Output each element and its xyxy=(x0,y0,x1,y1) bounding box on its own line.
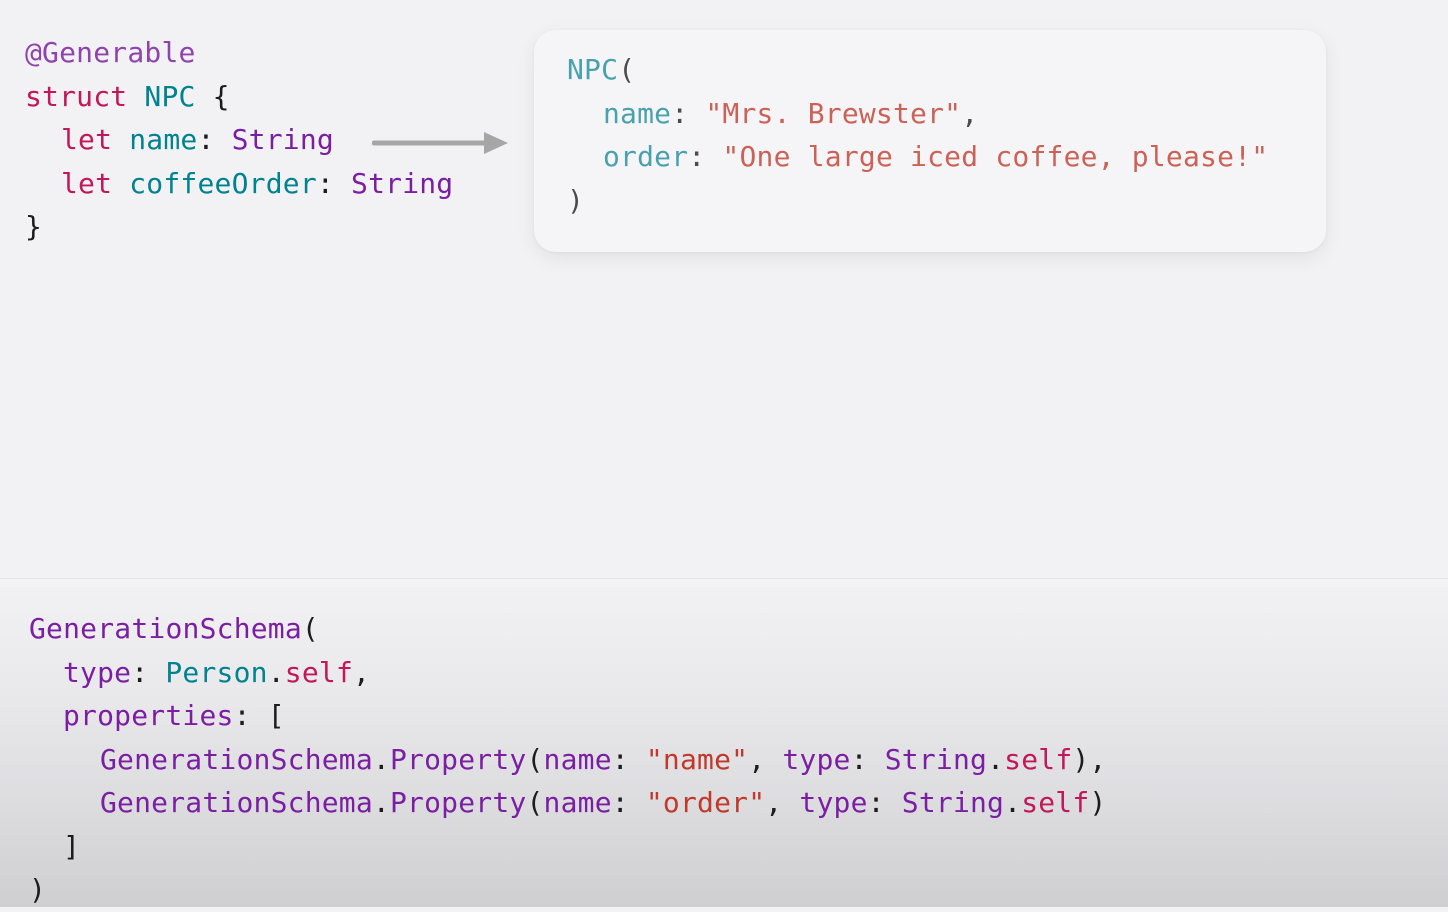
let-keyword: let xyxy=(61,123,113,156)
let-keyword: let xyxy=(61,166,113,200)
property-order-value: "order" xyxy=(645,786,766,819)
schema-line-close-bracket: ] xyxy=(29,825,1107,869)
close-brace: } xyxy=(25,210,43,243)
property-self-keyword: self xyxy=(1021,786,1090,819)
output-name-value: "Mrs. Brewster" xyxy=(705,96,962,130)
property-name-value: "name" xyxy=(645,742,749,776)
struct-name: NPC xyxy=(144,79,196,113)
prop-name-identifier: name xyxy=(129,123,198,156)
output-open-paren: ( xyxy=(618,53,636,86)
code-line-prop-name: let name: String xyxy=(61,123,334,156)
schema-type-label: type xyxy=(63,655,132,689)
output-order-label: order xyxy=(603,140,689,173)
property-type-label: type xyxy=(782,742,851,776)
schema-line-type: type: Person.self, xyxy=(63,655,371,689)
schema-line-close-paren: ) xyxy=(29,868,1107,912)
output-close-paren: ) xyxy=(567,183,585,217)
output-ctor: NPC xyxy=(567,53,619,86)
schema-type-value: Person xyxy=(165,655,268,689)
schema-open-bracket: [ xyxy=(267,699,285,732)
prop-name-type: String xyxy=(231,123,334,156)
output-order-value: "One large iced coffee, please!" xyxy=(722,140,1269,173)
schema-close-bracket: ] xyxy=(63,829,81,863)
schema-panel: GenerationSchema( type: Person.self, prope… xyxy=(0,578,1448,907)
output-line-name: name: "Mrs. Brewster", xyxy=(603,96,979,130)
property-type-value: String xyxy=(884,742,988,776)
schema-close-paren: ) xyxy=(29,873,47,906)
code-line-prop-coffee-order: let coffeeOrder: String xyxy=(61,166,454,200)
schema-ctor: GenerationSchema xyxy=(29,612,302,645)
property-self-keyword: self xyxy=(1004,742,1073,776)
schema-properties-label: properties xyxy=(63,699,234,732)
right-arrow-icon xyxy=(372,132,508,154)
schema-self-keyword: self xyxy=(284,655,354,689)
output-name-label: name xyxy=(603,96,672,130)
schema-line-ctor: GenerationSchema( xyxy=(29,612,319,645)
code-line-struct-decl: struct NPC { xyxy=(25,75,453,119)
schema-code-block: GenerationSchema( type: Person.self, prope… xyxy=(29,607,1107,912)
code-line-close-brace: } xyxy=(25,205,453,249)
generated-output-code: NPC( name: "Mrs. Brewster", order: "One la… xyxy=(567,48,1268,222)
generable-attribute: @Generable xyxy=(25,36,196,69)
property-type-label: type xyxy=(799,786,868,819)
schema-line-property-order: GenerationSchema.Property(name: "order",… xyxy=(100,786,1107,819)
property-member: Property xyxy=(389,786,527,819)
prop-coffee-order-identifier: coffeeOrder xyxy=(129,166,317,200)
schema-line-properties: properties: [ xyxy=(63,699,285,732)
schema-line-property-name: GenerationSchema.Property(name: "name", … xyxy=(100,742,1107,776)
generated-output-card: NPC( name: "Mrs. Brewster", order: "One la… xyxy=(534,30,1326,252)
property-name-label: name xyxy=(543,742,612,776)
output-line-close: ) xyxy=(567,179,1268,223)
property-ctor: GenerationSchema xyxy=(100,786,373,819)
property-type-value: String xyxy=(901,786,1005,819)
struct-keyword: struct xyxy=(25,79,128,113)
property-name-label: name xyxy=(543,786,612,819)
output-line-order: order: "One large iced coffee, please!" xyxy=(603,140,1269,173)
property-member: Property xyxy=(389,742,527,776)
property-ctor: GenerationSchema xyxy=(100,742,373,776)
open-brace: { xyxy=(212,79,230,113)
code-line-attribute: @Generable xyxy=(25,31,453,75)
prop-coffee-order-type: String xyxy=(351,166,454,200)
output-line-ctor: NPC( xyxy=(567,48,1268,92)
